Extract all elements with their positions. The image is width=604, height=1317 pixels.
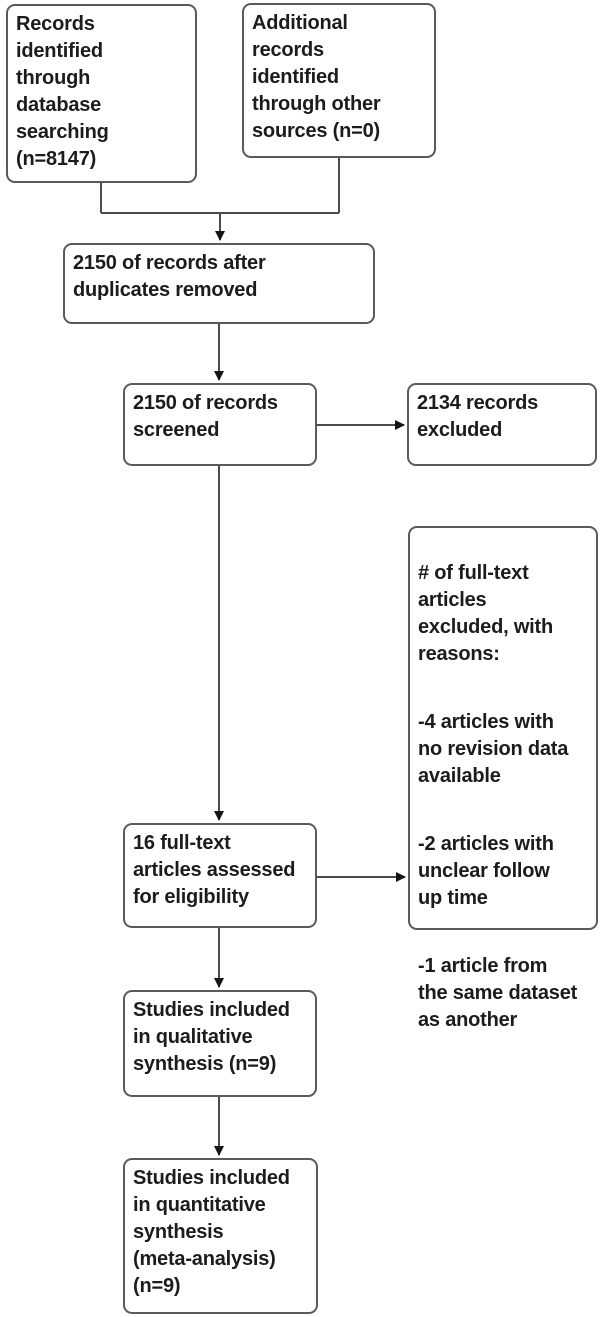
reason-unclear-follow-up: -2 articles with unclear follow up time <box>418 833 554 909</box>
box-records-after-duplicates-removed: 2150 of records after duplicates removed <box>63 243 375 324</box>
reason-same-dataset: -1 article from the same dataset as anot… <box>418 955 578 1031</box>
box-qualitative-synthesis: Studies included in qualitative synthesi… <box>123 990 317 1097</box>
box-records-excluded: 2134 records excluded <box>407 383 597 466</box>
reasons-heading: # of full-text articles excluded, with r… <box>418 562 554 665</box>
reason-no-revision-data: -4 articles with no revision data availa… <box>418 711 569 787</box>
box-quantitative-synthesis: Studies included in quantitative synthes… <box>123 1158 318 1314</box>
box-full-text-excluded-reasons: # of full-text articles excluded, with r… <box>408 526 598 1031</box>
box-records-screened: 2150 of records screened <box>123 383 317 466</box>
box-additional-records-other-sources: Additional records identified through ot… <box>242 3 436 158</box>
box-records-identified-database: Records identified through database sear… <box>6 4 197 183</box>
box-full-text-assessed: 16 full-text articles assessed for eligi… <box>123 823 317 928</box>
